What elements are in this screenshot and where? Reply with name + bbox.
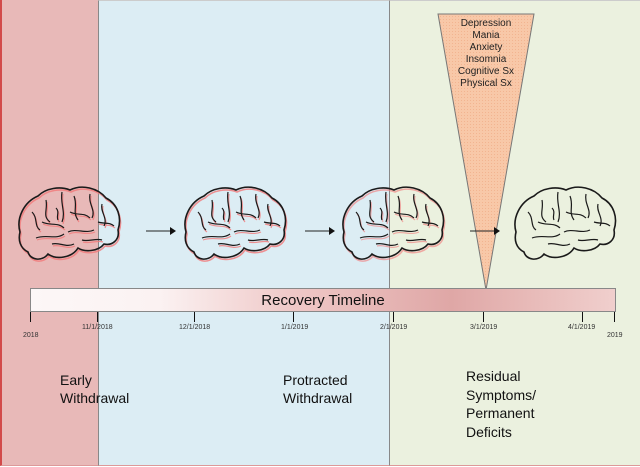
- timeline-tick: [293, 312, 294, 322]
- arrow-right-icon: [146, 226, 176, 236]
- symptom-item: Depression: [460, 18, 512, 29]
- symptom-item: Cognitive Sx: [457, 66, 515, 77]
- symptom-list: Depression Mania Anxiety Insomnia Cognit…: [447, 18, 525, 90]
- timeline-tick: [194, 312, 195, 322]
- phase-label-protracted-withdrawal: Protracted Withdrawal: [283, 372, 353, 406]
- tick-label: 1/1/2019: [281, 324, 309, 331]
- tick-label: 2019: [607, 332, 623, 339]
- tick-label: 4/1/2019: [568, 324, 596, 331]
- arrow-right-icon: [470, 226, 500, 236]
- symptom-funnel: [437, 13, 535, 291]
- symptom-item: Mania: [472, 30, 500, 41]
- arrow-right-icon: [305, 226, 335, 236]
- timeline-tick: [393, 312, 394, 322]
- timeline-tick: [582, 312, 583, 322]
- symptom-item: Anxiety: [469, 42, 503, 53]
- timeline-tick: [483, 312, 484, 322]
- tick-label: 11/1/2018: [82, 324, 113, 331]
- tick-label: 2/1/2019: [380, 324, 408, 331]
- brain-recovered: [508, 182, 620, 266]
- symptom-item: Physical Sx: [460, 78, 512, 89]
- timeline-tick: [614, 312, 615, 322]
- brain-protracted-2: [336, 182, 448, 266]
- brain-early: [12, 182, 124, 266]
- tick-label: 2018: [23, 332, 39, 339]
- symptom-item: Insomnia: [465, 54, 507, 65]
- brain-protracted-1: [178, 182, 290, 266]
- phase-label-residual-symptoms: Residual Symptoms/ Permanent Deficits: [466, 368, 537, 440]
- phase-label-early-withdrawal: Early Withdrawal: [60, 372, 130, 406]
- timeline-tick: [30, 312, 31, 322]
- timeline-label: Recovery Timeline: [261, 291, 385, 309]
- tick-label: 12/1/2018: [179, 324, 211, 331]
- recovery-timeline-bar: Recovery Timeline: [30, 288, 616, 312]
- timeline-tick: [97, 312, 98, 322]
- tick-label: 3/1/2019: [470, 324, 498, 331]
